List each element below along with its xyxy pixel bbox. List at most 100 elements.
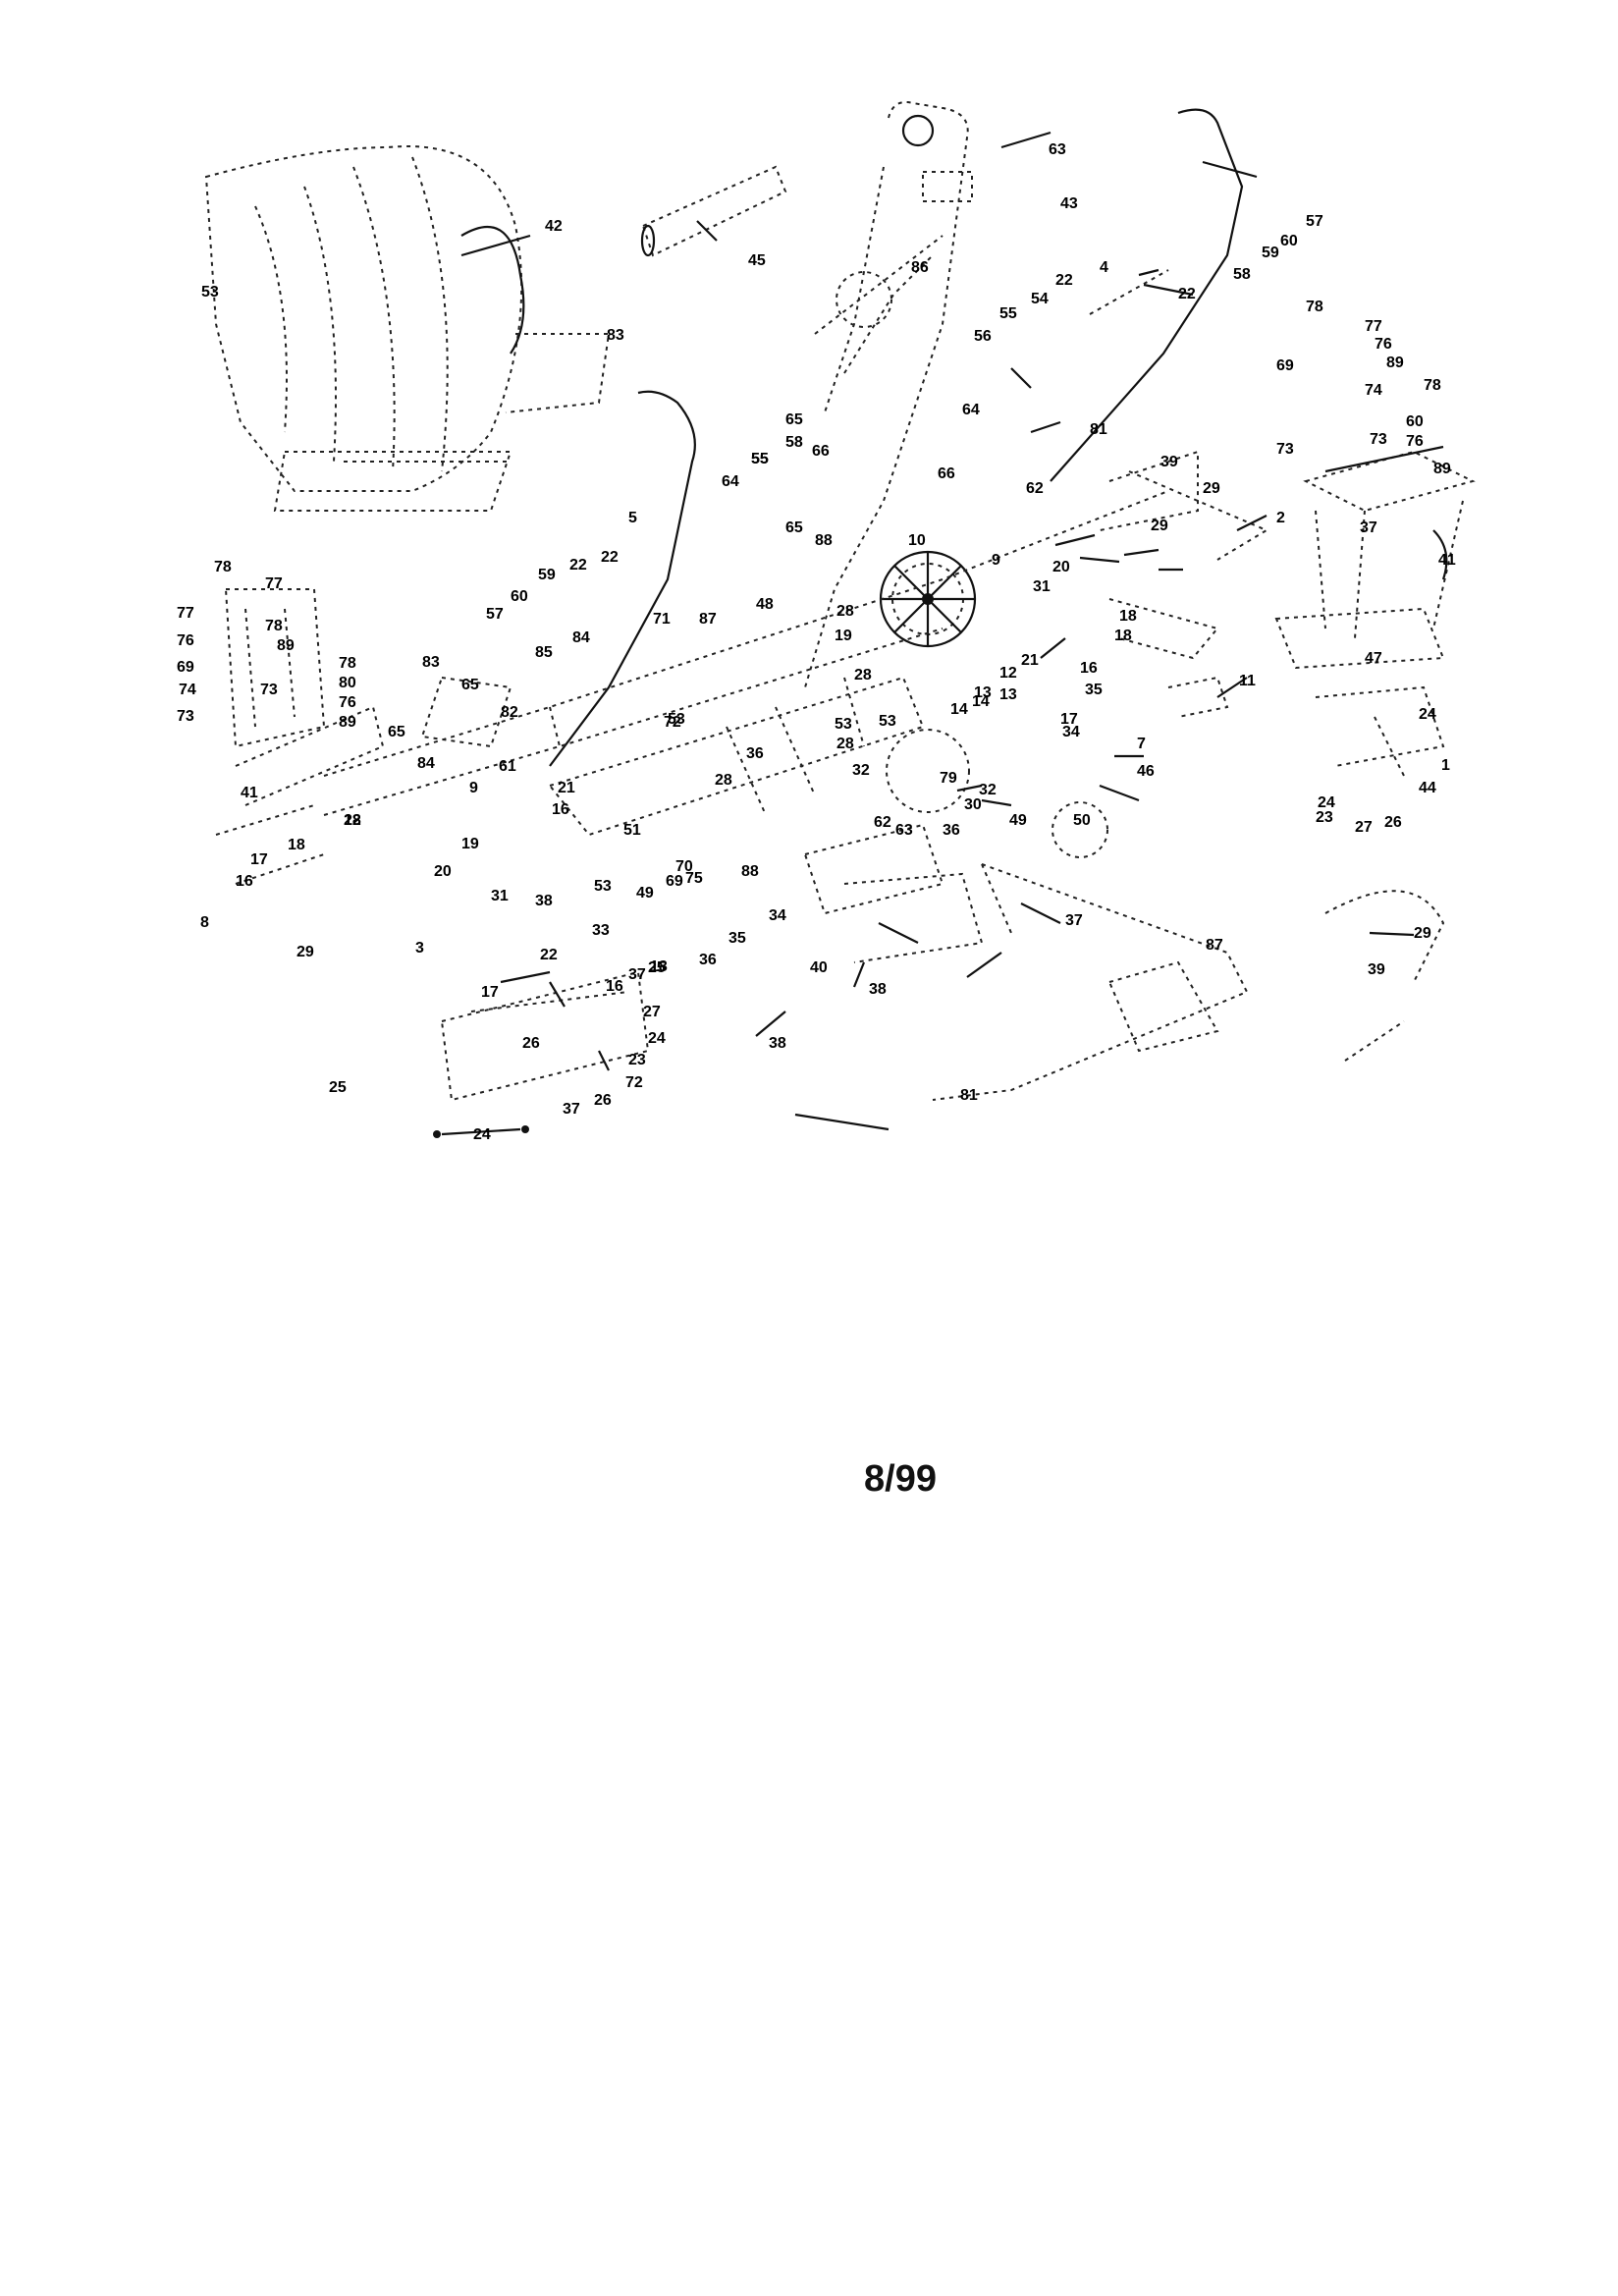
callout-label: 20 <box>434 863 452 880</box>
callout-label: 89 <box>1433 461 1451 477</box>
callout-label: 37 <box>1360 519 1377 536</box>
callout-label: 72 <box>664 714 681 731</box>
callout-label: 28 <box>836 603 854 620</box>
callout-label: 24 <box>1419 706 1436 723</box>
callout-label: 38 <box>869 981 887 998</box>
callout-label: 31 <box>1033 578 1051 595</box>
callout-label: 17 <box>481 984 499 1001</box>
callout-label: 89 <box>339 714 356 731</box>
callout-label: 23 <box>628 1052 646 1068</box>
callout-label: 55 <box>751 451 769 467</box>
callout-label: 73 <box>260 682 278 698</box>
callout-label: 26 <box>522 1035 540 1052</box>
callout-label: 65 <box>388 724 405 740</box>
callout-label: 86 <box>911 259 929 276</box>
callout-label: 22 <box>540 947 558 963</box>
callout-label: 42 <box>545 218 563 235</box>
callout-label: 89 <box>277 637 295 654</box>
callout-label: 4 <box>1100 259 1108 276</box>
callout-label: 54 <box>1031 291 1049 307</box>
tube-drawing <box>640 165 787 257</box>
callout-label: 69 <box>177 659 194 676</box>
callout-label: 65 <box>461 677 479 693</box>
callout-label: 35 <box>1085 682 1103 698</box>
callout-label: 29 <box>297 944 314 960</box>
callout-label: 16 <box>236 873 253 890</box>
callout-label: 23 <box>1316 809 1333 826</box>
callout-label: 89 <box>1386 355 1404 371</box>
callout-label: 63 <box>895 822 913 839</box>
callout-label: 77 <box>265 575 283 592</box>
callout-label: 39 <box>1160 454 1178 470</box>
callout-label: 34 <box>769 907 786 924</box>
callout-label: 22 <box>601 549 619 566</box>
callout-label: 35 <box>728 930 746 947</box>
callout-label: 69 <box>1276 357 1294 374</box>
callout-label: 88 <box>815 532 833 549</box>
callout-label: 78 <box>265 618 283 634</box>
parts-exploded-diagram: 63 43 42 45 86 53 83 57 60 59 58 22 4 22… <box>177 101 1476 1143</box>
pulley-drawing <box>886 729 1108 858</box>
callout-label: 21 <box>1021 652 1039 669</box>
callout-label: 39 <box>1368 961 1385 978</box>
callout-label: 13 <box>974 684 992 701</box>
callout-label: 50 <box>1073 812 1091 829</box>
callout-label: 2 <box>1276 510 1285 526</box>
callout-label: 13 <box>999 686 1017 703</box>
callout-label: 36 <box>699 952 717 968</box>
callout-label: 69 <box>666 873 683 890</box>
callout-label: 63 <box>1049 141 1066 158</box>
parts-drawing <box>204 101 1476 1138</box>
callout-label: 78 <box>1424 377 1441 394</box>
callout-label: 76 <box>339 694 356 711</box>
left-pedal-drawing <box>215 676 512 885</box>
callout-label: 8 <box>200 914 209 931</box>
callout-label: 36 <box>943 822 960 839</box>
callout-label: 77 <box>1365 318 1382 335</box>
callout-label: 44 <box>1419 780 1436 796</box>
callout-label: 48 <box>756 596 774 613</box>
callout-label: 56 <box>974 328 992 345</box>
callout-label: 79 <box>940 770 957 787</box>
callout-label: 72 <box>625 1074 643 1091</box>
callout-label: 53 <box>879 713 896 730</box>
callout-label: 37 <box>1065 912 1083 929</box>
leader-lines <box>460 131 1415 1071</box>
callout-label: 9 <box>469 780 478 796</box>
callout-label: 87 <box>699 611 717 628</box>
callout-label: 16 <box>606 978 623 995</box>
callout-label: 78 <box>214 559 232 575</box>
lower-left-frame-drawing <box>433 970 650 1138</box>
callout-label: 22 <box>344 812 361 829</box>
callout-label: 55 <box>751 451 769 467</box>
callout-label: 76 <box>177 632 194 649</box>
callout-label: 18 <box>1114 628 1132 644</box>
callout-label: 31 <box>491 888 509 904</box>
callout-label: 81 <box>1090 421 1107 438</box>
callout-label: 32 <box>852 762 870 779</box>
callout-label: 38 <box>769 1035 786 1052</box>
callout-label: 51 <box>623 822 641 839</box>
callout-label: 18 <box>650 958 668 975</box>
callout-label: 58 <box>785 434 803 451</box>
callout-label: 24 <box>648 1030 666 1047</box>
callout-label: 55 <box>999 305 1017 322</box>
callout-label: 74 <box>179 682 196 698</box>
callout-label: 17 <box>250 851 268 868</box>
callout-label: 7 <box>1137 736 1146 752</box>
callout-label: 82 <box>501 704 518 721</box>
callout-label: 84 <box>417 755 435 772</box>
callout-label: 12 <box>999 665 1017 682</box>
callout-label: 24 <box>473 1126 491 1143</box>
callout-label: 60 <box>511 588 528 605</box>
callout-label: 83 <box>422 654 440 671</box>
callout-label: 47 <box>1365 650 1382 667</box>
callout-label: 66 <box>812 443 830 460</box>
callout-label: 22 <box>1055 272 1073 289</box>
callout-label: 33 <box>592 922 610 939</box>
callout-label: 22 <box>1178 286 1196 302</box>
callout-label: 18 <box>288 837 305 853</box>
callout-label: 49 <box>1009 812 1027 829</box>
callout-label: 64 <box>962 402 980 418</box>
callout-label: 80 <box>339 675 356 691</box>
